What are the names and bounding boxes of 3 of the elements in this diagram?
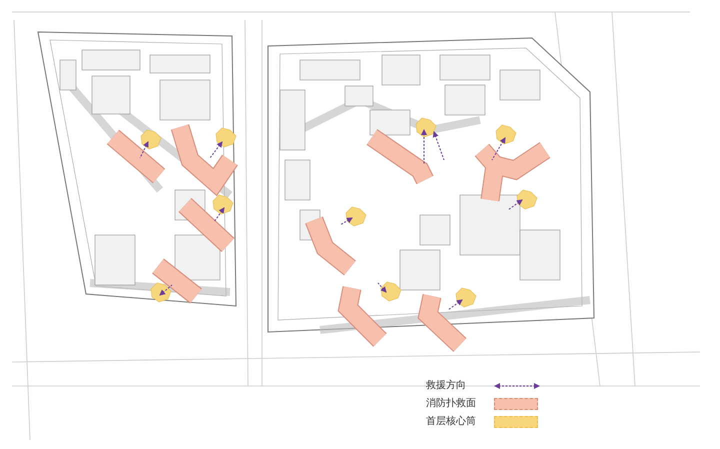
legend-label: 首层核心筒 (426, 416, 476, 428)
legend-label: 救援方向 (426, 380, 466, 392)
legend-label: 消防扑救面 (426, 398, 476, 410)
